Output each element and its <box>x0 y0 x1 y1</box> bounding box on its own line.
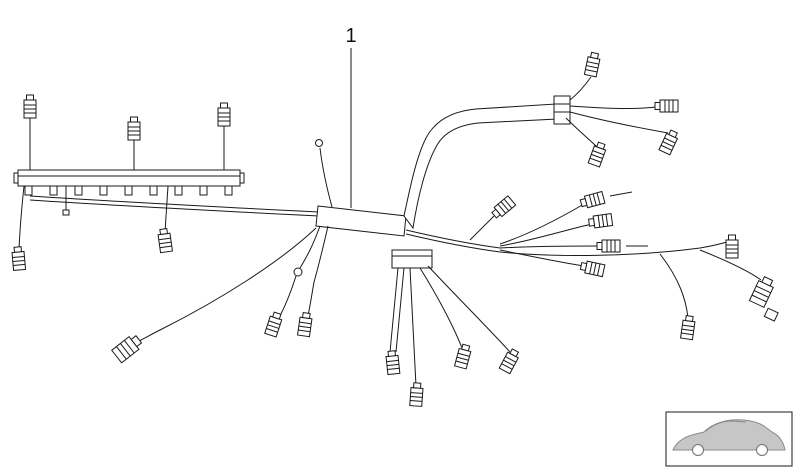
connector-icon <box>587 213 614 230</box>
connector-icon <box>127 116 141 141</box>
callout-label[interactable]: 1 <box>345 25 356 47</box>
connector-icon <box>579 191 606 210</box>
right-connector-fan <box>405 191 648 278</box>
vehicle-thumbnail <box>665 411 793 467</box>
connector-icon <box>454 343 473 370</box>
connector-icon <box>111 332 145 364</box>
connector-icon <box>583 51 602 78</box>
connector-icon <box>11 245 27 271</box>
car-side-silhouette-icon <box>672 419 786 456</box>
connector-icon <box>748 274 777 308</box>
connector-icon <box>654 99 679 113</box>
upper-harness-arm <box>403 51 681 230</box>
connector-icon <box>680 314 697 341</box>
connector-icon <box>217 102 231 127</box>
callout-1[interactable]: 1 <box>345 25 357 208</box>
main-harness-trunk <box>315 139 407 237</box>
injector-plugs <box>24 185 233 196</box>
far-right-branch <box>499 234 779 341</box>
connector-icon <box>596 239 621 253</box>
connector-icon <box>264 310 284 338</box>
connector-icon <box>587 140 608 168</box>
lower-left-branches <box>111 225 329 364</box>
connector-icon <box>725 234 739 259</box>
lower-center-branches <box>385 249 522 407</box>
injector-rail <box>11 94 319 271</box>
connector-icon <box>156 227 173 254</box>
connector-icon <box>409 382 424 407</box>
connector-icon <box>579 259 606 278</box>
connector-icon <box>658 128 681 156</box>
connector-icon <box>385 349 401 376</box>
connector-icon <box>297 311 314 338</box>
connector-icon <box>23 94 37 119</box>
